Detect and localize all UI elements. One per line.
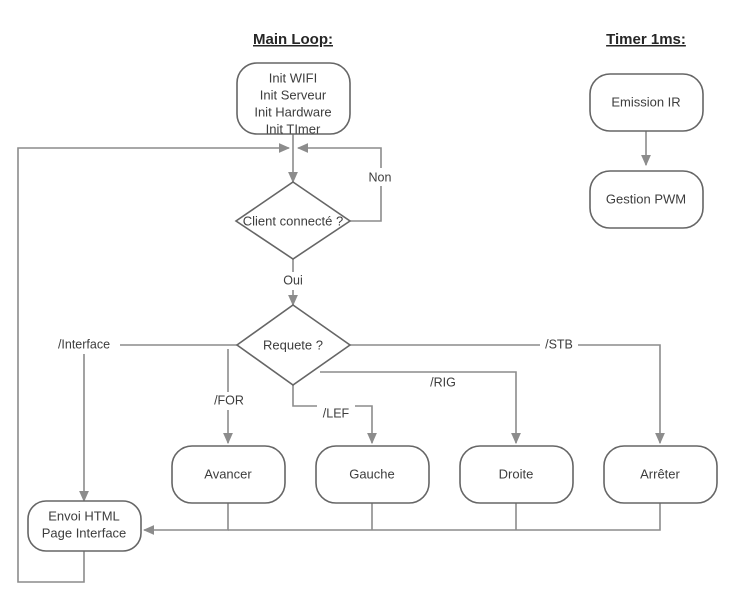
node-gestion-pwm-label: Gestion PWM <box>606 191 686 206</box>
node-gauche-label: Gauche <box>349 466 395 481</box>
section-title-timer: Timer 1ms: <box>606 31 686 48</box>
edge-return-loop-to-merge <box>17 143 291 583</box>
node-envoi-html-line-2: Page Interface <box>42 525 127 540</box>
edge-label-stb: /STB <box>545 337 573 351</box>
node-avancer-shape <box>171 445 286 504</box>
node-emission-ir[interactable]: Emission IR <box>589 73 704 132</box>
node-requete[interactable]: Requete ? <box>235 304 352 386</box>
node-gauche[interactable]: Gauche <box>315 445 430 504</box>
node-avancer[interactable]: Avancer <box>171 445 286 504</box>
node-init-line-3: Init Hardware <box>254 104 331 119</box>
node-envoi-html-shape <box>27 500 142 552</box>
node-arreter-shape <box>603 445 718 504</box>
node-gauche-shape <box>315 445 430 504</box>
edge-label-interface: /Interface <box>58 337 110 351</box>
node-envoi-html[interactable]: Envoi HTML Page Interface <box>27 500 142 552</box>
edge-avancer-to-envoi <box>142 503 229 535</box>
node-init-shape <box>236 62 351 135</box>
edge-label-non: Non <box>369 170 392 184</box>
node-init-line-1: Init WIFI <box>269 70 317 85</box>
edge-label-rig: /RIG <box>430 375 456 389</box>
node-client-connecte-label: Client connecté ? <box>243 213 343 228</box>
node-init-line-4: Init TImer <box>266 121 321 136</box>
node-droite-shape <box>459 445 574 504</box>
node-client-connecte[interactable]: Client connecté ? <box>234 181 352 260</box>
node-init-line-2: Init Serveur <box>260 87 327 102</box>
edge-label-lef: /LEF <box>323 406 350 420</box>
section-title-main-loop: Main Loop: <box>253 31 333 48</box>
edge-label-layer: Non Oui /Interface /FOR /LEF /RIG /STB <box>48 168 578 423</box>
node-envoi-html-line-1: Envoi HTML <box>48 508 120 523</box>
node-init[interactable]: Init WIFI Init Serveur Init Hardware Ini… <box>236 62 351 136</box>
node-client-connecte-shape <box>234 181 352 260</box>
node-arreter-label: Arrêter <box>640 466 680 481</box>
node-arreter[interactable]: Arrêter <box>603 445 718 504</box>
edge-stb-branch <box>350 344 665 445</box>
node-droite-label: Droite <box>499 466 534 481</box>
node-gestion-pwm-shape <box>589 170 704 229</box>
node-requete-shape <box>235 304 352 386</box>
node-gestion-pwm[interactable]: Gestion PWM <box>589 170 704 229</box>
node-avancer-label: Avancer <box>204 466 252 481</box>
node-emission-ir-label: Emission IR <box>611 94 680 109</box>
edge-arreter-to-bus <box>228 503 661 531</box>
node-emission-ir-shape <box>589 73 704 132</box>
edge-label-for: /FOR <box>214 393 244 407</box>
node-droite[interactable]: Droite <box>459 445 574 504</box>
edge-rig-branch <box>320 371 521 445</box>
edge-label-oui: Oui <box>283 273 302 287</box>
node-requete-label: Requete ? <box>263 337 323 352</box>
